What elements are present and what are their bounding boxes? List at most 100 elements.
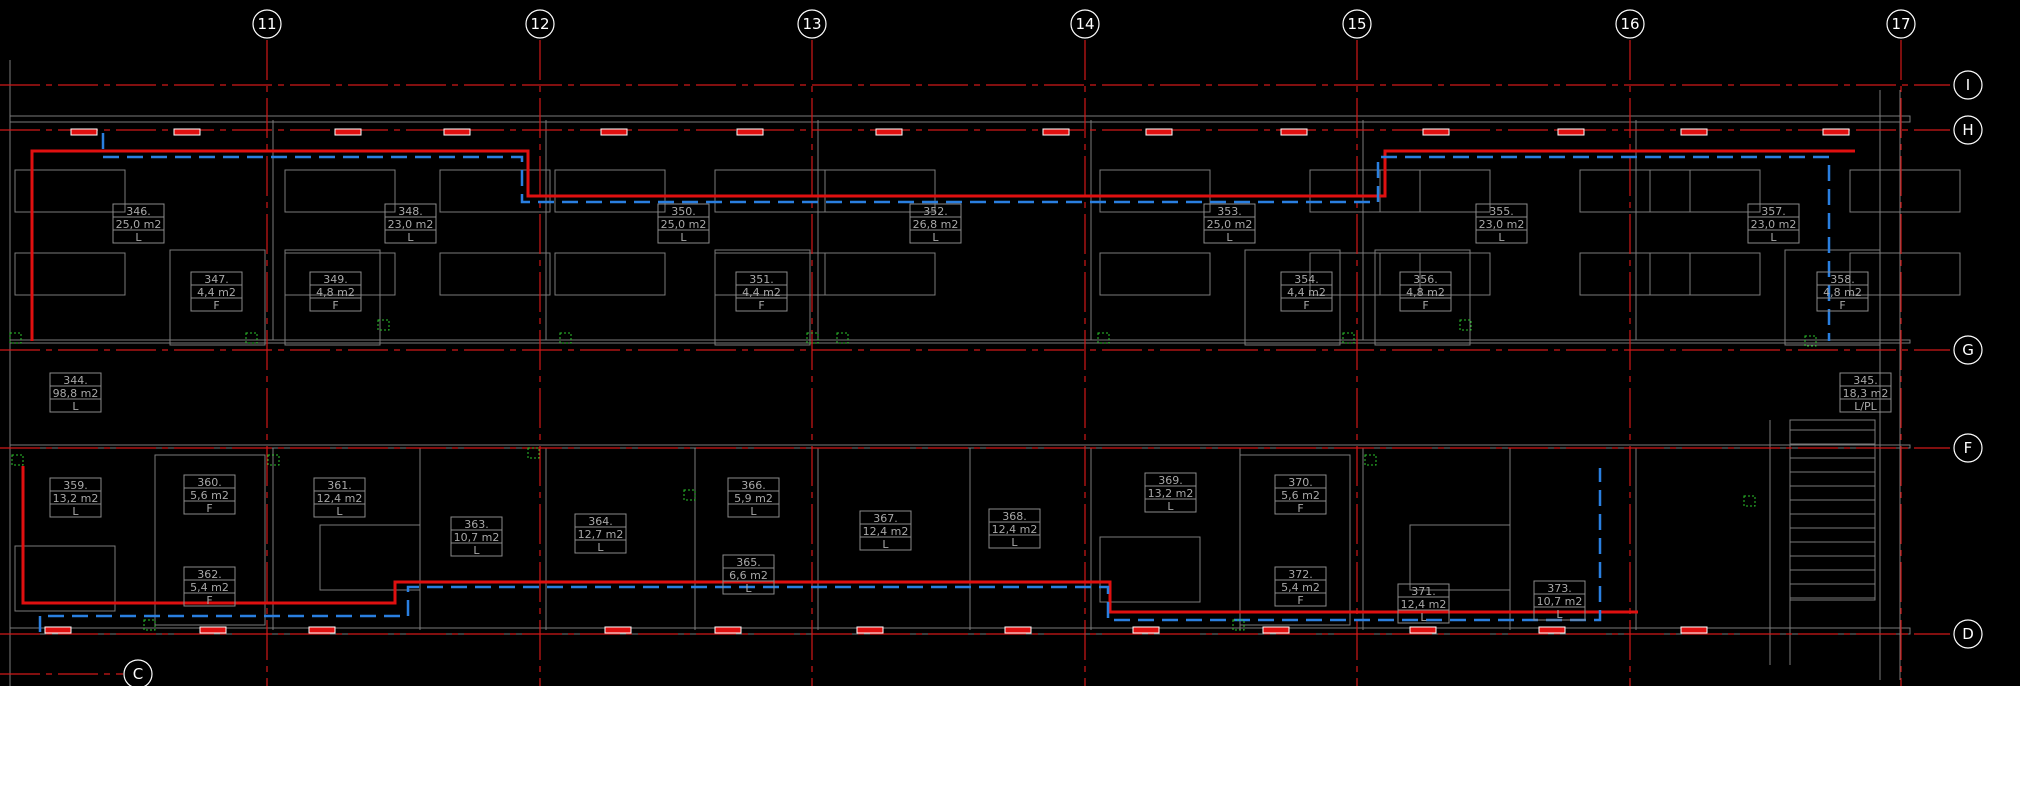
valve-marker bbox=[267, 454, 280, 466]
room-area: 5,4 m2 bbox=[190, 581, 229, 594]
room-area: 10,7 m2 bbox=[1537, 595, 1583, 608]
valve-marker bbox=[1342, 332, 1355, 344]
room-label: 359.13,2 m2L bbox=[49, 477, 102, 518]
room-area: 25,0 m2 bbox=[116, 218, 162, 231]
grid-bubble-column bbox=[252, 9, 282, 39]
room-label-box bbox=[313, 477, 366, 518]
radiator bbox=[856, 626, 884, 634]
radiator bbox=[1680, 626, 1708, 634]
grid-bubble-row bbox=[1953, 70, 1983, 100]
room-label: 347.4,4 m2F bbox=[190, 271, 243, 312]
room-label-box bbox=[909, 203, 962, 244]
room-area: 10,7 m2 bbox=[454, 531, 500, 544]
grid-label-row: H bbox=[1962, 121, 1973, 139]
room-area: 12,4 m2 bbox=[317, 492, 363, 505]
valve-marker bbox=[1097, 332, 1110, 344]
room-area: 25,0 m2 bbox=[1207, 218, 1253, 231]
valve-marker bbox=[9, 332, 22, 344]
room-label-box bbox=[1399, 271, 1452, 312]
bed bbox=[1849, 169, 1961, 213]
room-use: F bbox=[1422, 299, 1428, 312]
room-number: 346. bbox=[126, 205, 151, 218]
grid-bubble-row bbox=[1953, 115, 1983, 145]
room-use: L bbox=[72, 400, 79, 413]
room-label: 361.12,4 m2L bbox=[313, 477, 366, 518]
radiator bbox=[1422, 128, 1450, 136]
room-label: 371.12,4 m2L bbox=[1397, 583, 1450, 624]
room-label-box bbox=[1280, 271, 1333, 312]
room-label-box bbox=[657, 203, 710, 244]
room-number: 345. bbox=[1853, 374, 1878, 387]
room-use: F bbox=[213, 299, 219, 312]
room-use: L bbox=[882, 538, 889, 551]
room-label-box bbox=[574, 513, 627, 554]
bed bbox=[1309, 169, 1421, 213]
room-use: L bbox=[597, 541, 604, 554]
room-use: L bbox=[1498, 231, 1505, 244]
room-label-box bbox=[1839, 372, 1892, 413]
room-label-box bbox=[1274, 566, 1327, 607]
room-number: 358. bbox=[1830, 273, 1855, 286]
room-area: 5,9 m2 bbox=[734, 492, 773, 505]
room-number: 371. bbox=[1411, 585, 1436, 598]
bathroom bbox=[169, 249, 266, 346]
room-use: F bbox=[206, 594, 212, 607]
room-label: 355.23,0 m2L bbox=[1475, 203, 1528, 244]
bathroom bbox=[1239, 454, 1351, 626]
room-label: 366.5,9 m2L bbox=[727, 477, 780, 518]
grid-label-column: 13 bbox=[802, 15, 821, 33]
grid-label-row: C bbox=[133, 665, 143, 683]
room-label-box bbox=[1747, 203, 1800, 244]
room-number: 354. bbox=[1294, 273, 1319, 286]
room-area: 13,2 m2 bbox=[53, 492, 99, 505]
radiator bbox=[1680, 128, 1708, 136]
valve-marker bbox=[683, 489, 696, 501]
valve-marker bbox=[1364, 454, 1377, 466]
grid-bubble-column bbox=[1342, 9, 1372, 39]
room-area: 23,0 m2 bbox=[1751, 218, 1797, 231]
room-number: 352. bbox=[923, 205, 948, 218]
radiator bbox=[1822, 128, 1850, 136]
room-use: F bbox=[758, 299, 764, 312]
room-label: 370.5,6 m2F bbox=[1274, 474, 1327, 515]
room-label: 367.12,4 m2L bbox=[859, 510, 912, 551]
grid-label-column: 16 bbox=[1620, 15, 1639, 33]
room-number: 366. bbox=[741, 479, 766, 492]
room-use: F bbox=[1839, 299, 1845, 312]
bed bbox=[284, 169, 396, 213]
room-number: 362. bbox=[197, 568, 222, 581]
room-use: L bbox=[407, 231, 414, 244]
valve-marker bbox=[806, 332, 819, 344]
room-area: 4,4 m2 bbox=[742, 286, 781, 299]
room-use: L bbox=[745, 582, 752, 595]
grid-bubble-column bbox=[1886, 9, 1916, 39]
room-label-box bbox=[1144, 472, 1197, 513]
room-area: 12,4 m2 bbox=[992, 523, 1038, 536]
room-label-box bbox=[1475, 203, 1528, 244]
room-area: 12,4 m2 bbox=[863, 525, 909, 538]
room-label: 351.4,4 m2F bbox=[735, 271, 788, 312]
room-number: 363. bbox=[464, 518, 489, 531]
room-label: 364.12,7 m2L bbox=[574, 513, 627, 554]
grid-bubble-column bbox=[1070, 9, 1100, 39]
room-number: 364. bbox=[588, 515, 613, 528]
room-use: L bbox=[680, 231, 687, 244]
valves-layer bbox=[9, 319, 1817, 631]
bathroom bbox=[1244, 249, 1341, 346]
valve-marker bbox=[836, 332, 849, 344]
room-use: L bbox=[1420, 611, 1427, 624]
bed bbox=[1849, 252, 1961, 296]
valve-marker bbox=[143, 619, 156, 631]
room-label-box bbox=[309, 271, 362, 312]
valve-marker bbox=[377, 319, 390, 331]
bed bbox=[14, 252, 126, 296]
return-pipe-lower bbox=[38, 468, 1602, 632]
room-label: 373.10,7 m2L bbox=[1533, 580, 1586, 621]
room-number: 351. bbox=[749, 273, 774, 286]
room-area: 25,0 m2 bbox=[661, 218, 707, 231]
room-use: L bbox=[1011, 536, 1018, 549]
room-label: 363.10,7 m2L bbox=[450, 516, 503, 557]
